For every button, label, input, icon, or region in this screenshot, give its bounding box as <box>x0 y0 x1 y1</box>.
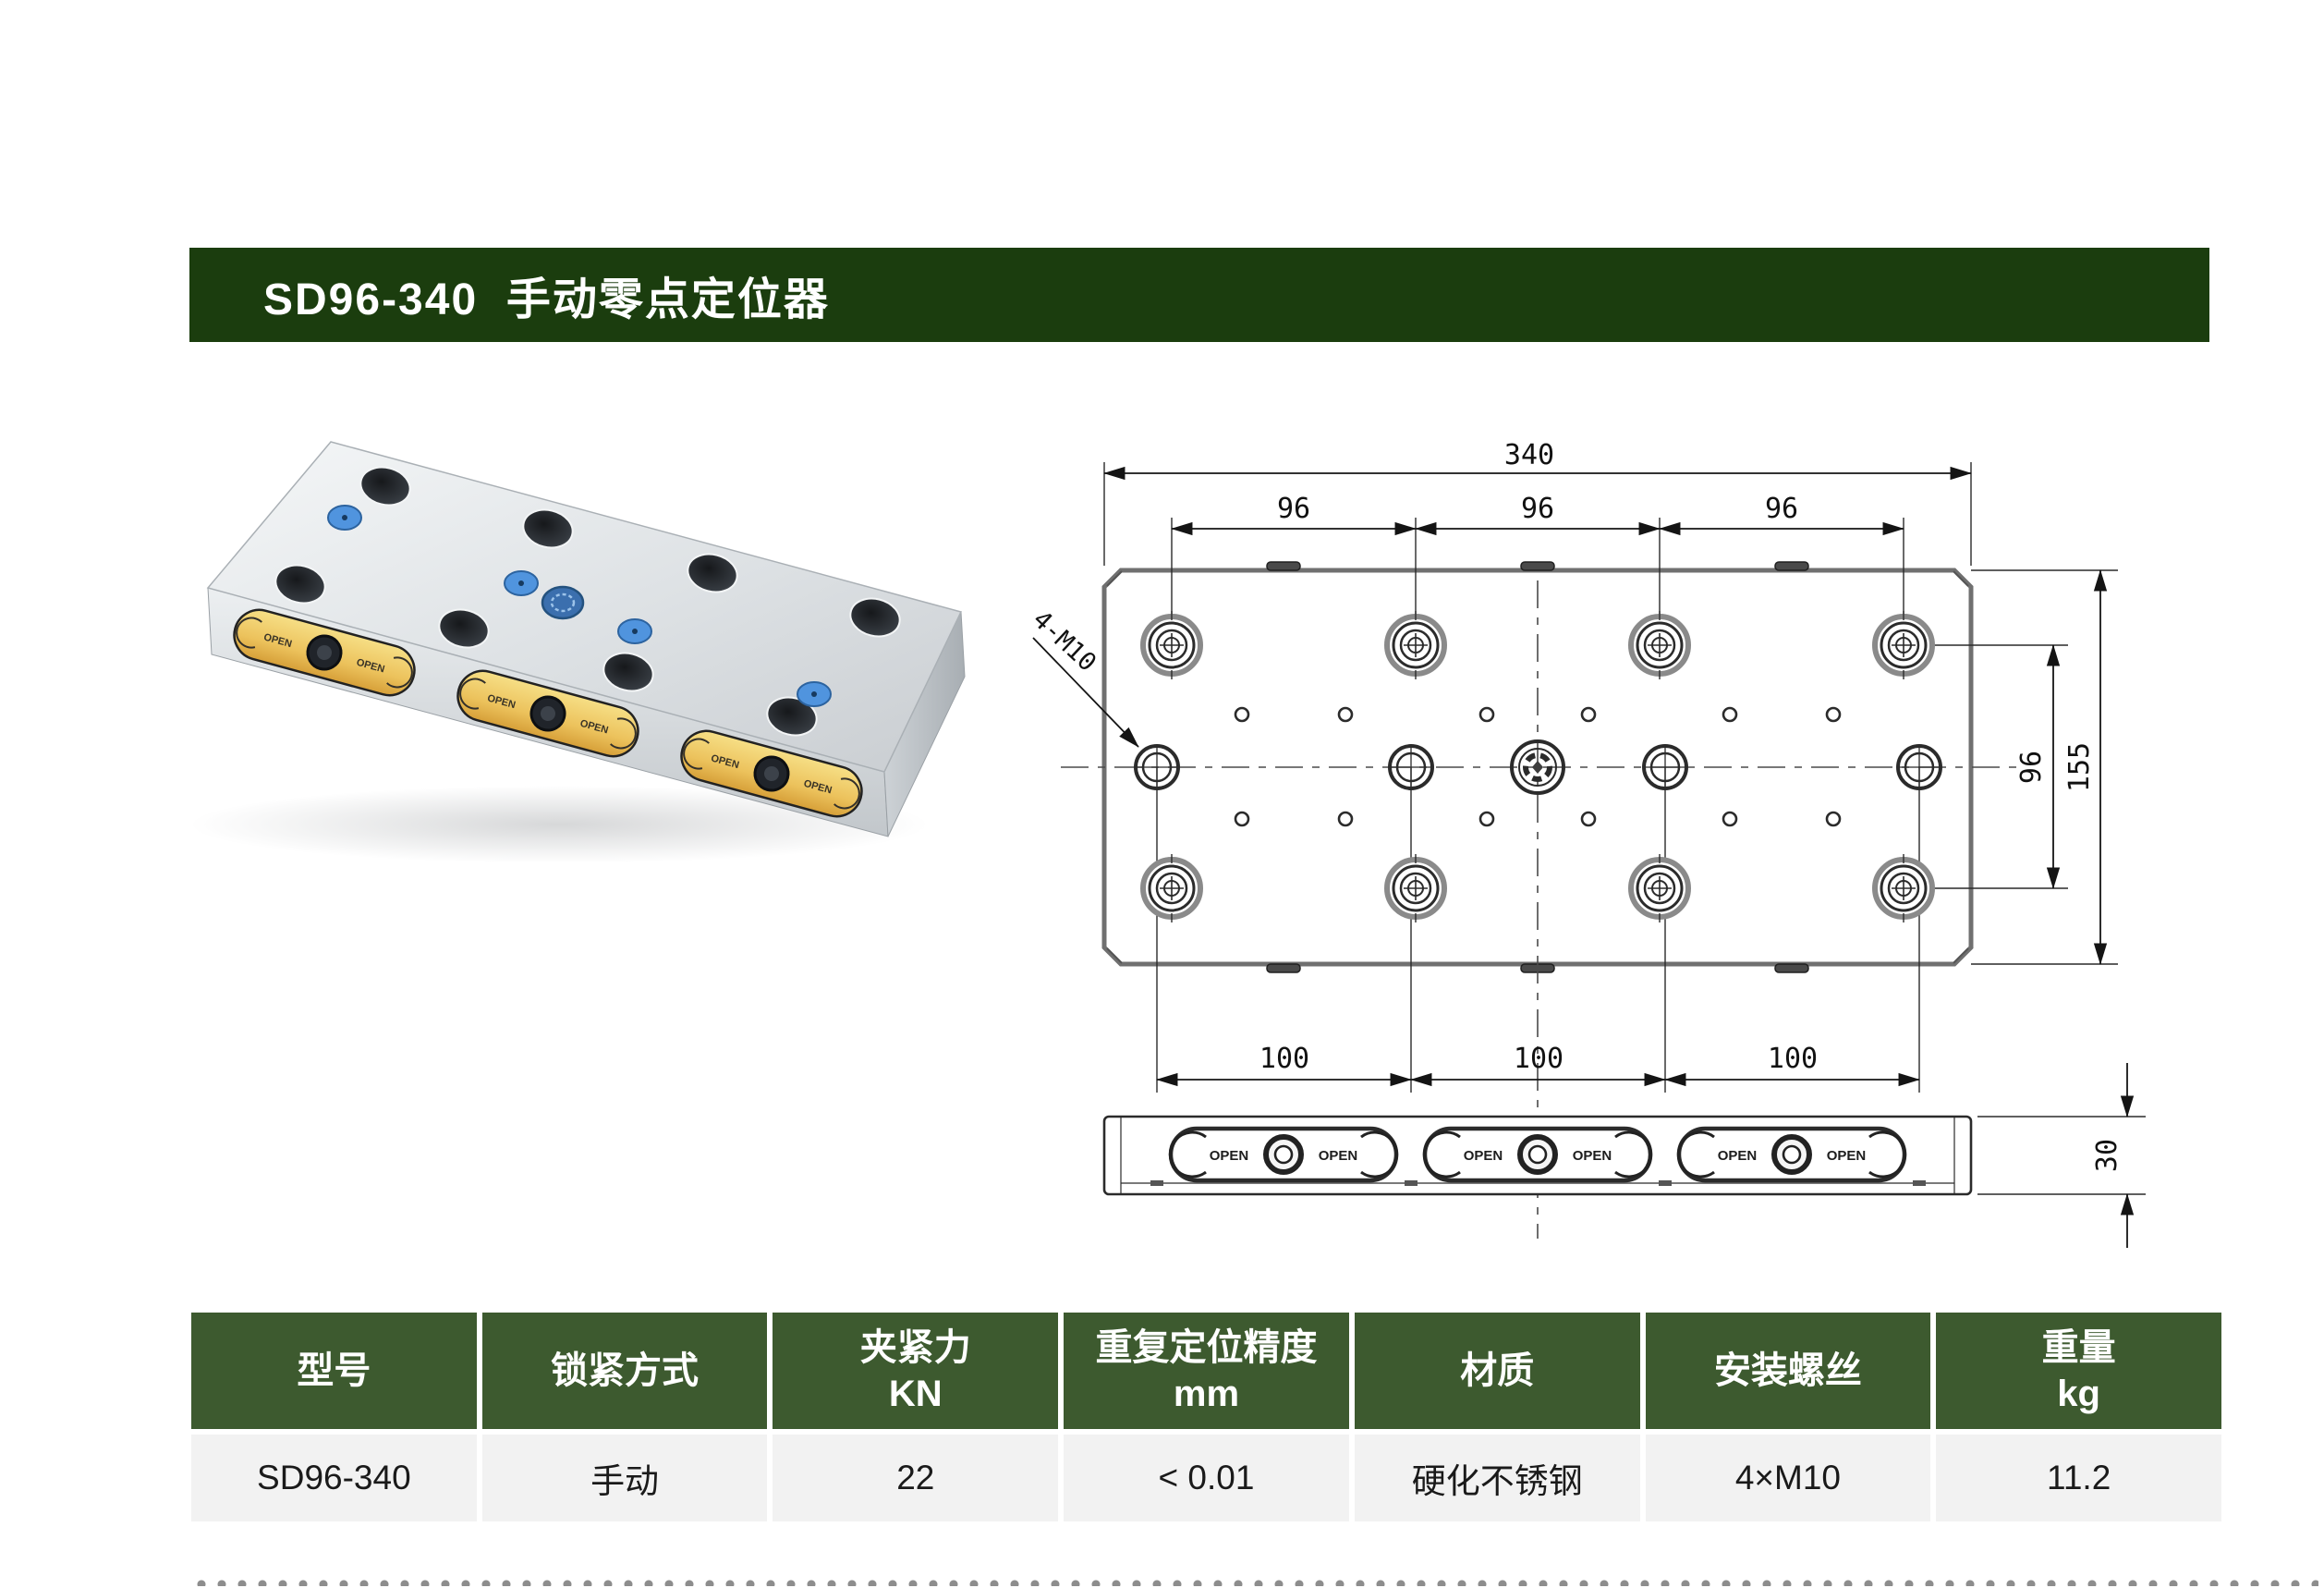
center-bore <box>541 585 585 620</box>
page-title: SD96-340 手动零点定位器 <box>263 275 830 324</box>
cell-weight: 11.2 <box>1936 1435 2221 1521</box>
dim-30-label: 30 <box>2091 1139 2123 1172</box>
photo-shadow <box>189 786 929 863</box>
blue-plug <box>327 505 832 707</box>
dim-100-label: 100 <box>1259 1043 1309 1075</box>
front-open-labels: OPEN OPEN OPEN OPEN OPEN OPEN <box>233 608 863 818</box>
side-open-plate: OPEN OPEN <box>1422 1126 1653 1183</box>
dim-155-label: 155 <box>2063 742 2096 792</box>
col-header-mounting-screws: 安装螺丝 <box>1645 1313 1931 1429</box>
open-label: OPEN <box>1210 1148 1249 1164</box>
cell-material: 硬化不锈钢 <box>1354 1435 1640 1521</box>
col-header-model: 型号 <box>191 1313 477 1429</box>
dim-96-label: 96 <box>1277 493 1310 525</box>
dim-96-label: 96 <box>1521 493 1554 525</box>
open-label: OPEN <box>1319 1148 1358 1164</box>
product-photo: OPEN OPEN OPEN OPEN OPEN OPEN <box>189 441 966 863</box>
dim-96v-label: 96 <box>2015 751 2048 784</box>
open-label: OPEN <box>1573 1148 1612 1164</box>
side-view: OPEN OPEN OPEN OPEN OPEN OPEN <box>1102 1115 1973 1196</box>
technical-drawing: 340 96 96 96 100 100 100 96 155 30 4-M10 <box>1028 439 2146 1248</box>
side-open-plate: OPEN OPEN <box>1168 1126 1399 1183</box>
locator-hole <box>274 466 901 737</box>
open-label: OPEN <box>1718 1148 1758 1164</box>
cell-locking-method: 手动 <box>481 1435 768 1521</box>
dim-100-label: 100 <box>1514 1043 1564 1075</box>
dim-96-label: 96 <box>1765 493 1798 525</box>
cell-mounting-screws: 4×M10 <box>1645 1435 1931 1521</box>
dim-340-label: 340 <box>1504 439 1554 471</box>
thread-callout-label: 4-M10 <box>1028 605 1102 678</box>
cell-repeatability: < 0.01 <box>1064 1435 1349 1521</box>
dotted-separator <box>191 1571 2318 1586</box>
col-header-locking-method: 锁紧方式 <box>481 1313 768 1429</box>
open-label: OPEN <box>1464 1148 1503 1164</box>
plate-top-face <box>206 441 963 773</box>
cell-model: SD96-340 <box>191 1435 477 1521</box>
open-label: OPEN <box>1827 1148 1867 1164</box>
dim-100-label: 100 <box>1768 1043 1818 1075</box>
cell-clamping-force: 22 <box>773 1435 1059 1521</box>
title-banner: SD96-340 手动零点定位器 <box>189 248 2209 342</box>
side-open-plate: OPEN OPEN <box>1676 1126 1907 1183</box>
col-header-material: 材质 <box>1354 1313 1640 1429</box>
